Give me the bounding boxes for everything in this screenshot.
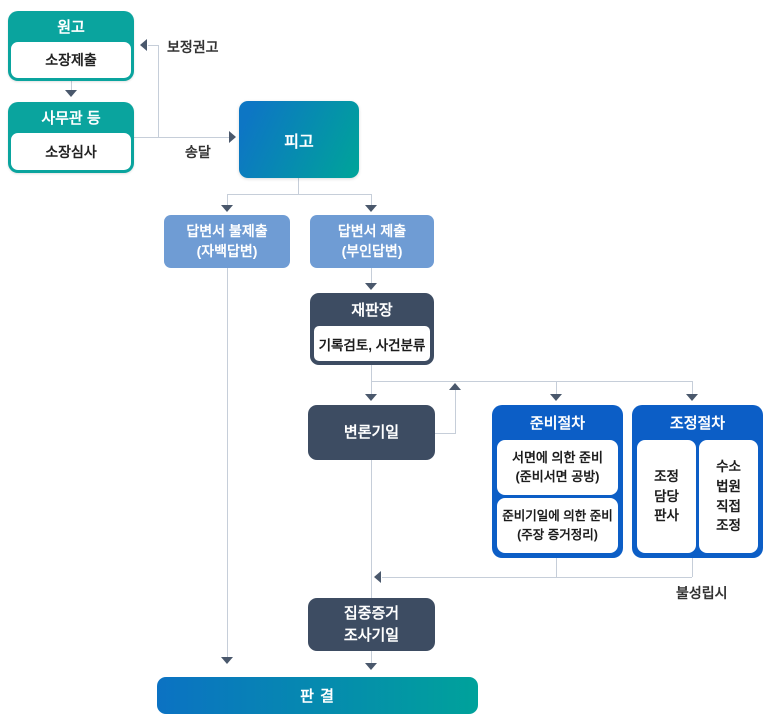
node-defendant: 피고 — [239, 101, 359, 178]
arrow-down-icon — [365, 205, 377, 212]
node-mediation-title: 조정절차 — [669, 415, 726, 432]
connector-line — [555, 381, 557, 395]
connector-line — [226, 194, 228, 206]
node-answer-not-submitted: 답변서 불제출 (자백답변) — [164, 215, 290, 268]
node-judgment: 판 결 — [157, 677, 478, 714]
node-plaintiff: 원고 소장제출 — [8, 11, 134, 81]
node-preparation-title: 준비절차 — [529, 415, 586, 432]
connector-line — [555, 558, 557, 577]
node-preparation-procedure: 준비절차 서면에 의한 준비 (준비서면 공방) 준비기일에 의한 준비 (주장… — [492, 405, 623, 558]
connector-line — [370, 194, 372, 206]
connector-line — [691, 381, 693, 395]
connector-line — [226, 268, 228, 658]
connector-line — [370, 381, 372, 395]
node-preparation-item1: 서면에 의한 준비 (준비서면 공방) — [497, 440, 618, 495]
arrow-down-icon — [221, 205, 233, 212]
node-presiding-judge: 재판장 기록검토, 사건분류 — [310, 293, 434, 365]
connector-line — [70, 81, 72, 91]
node-preparation-item2: 준비기일에 의한 준비 (주장 증거정리) — [497, 498, 618, 553]
connector-line — [148, 44, 158, 46]
node-presiding-judge-title: 재판장 — [351, 302, 393, 319]
connector-line — [297, 178, 299, 195]
connector-line — [454, 390, 456, 434]
node-clerk: 사무관 등 소장심사 — [8, 102, 134, 173]
node-plaintiff-title: 원고 — [57, 19, 85, 36]
connector-line — [382, 576, 692, 578]
arrow-right-icon — [229, 131, 236, 143]
node-plaintiff-body: 소장제출 — [11, 42, 131, 78]
node-hearing-date: 변론기일 — [308, 405, 435, 460]
arrow-down-icon — [221, 657, 233, 664]
node-evidence-date: 집중증거 조사기일 — [308, 598, 435, 651]
edge-label-correction: 보정권고 — [167, 39, 219, 55]
arrow-down-icon — [550, 394, 562, 401]
node-mediation-procedure: 조정절차 조정 담당 판사 수소 법원 직접 조정 — [632, 405, 763, 558]
node-presiding-judge-body: 기록검토, 사건분류 — [314, 326, 430, 361]
connector-line — [371, 380, 692, 382]
connector-line — [134, 136, 229, 138]
connector-line — [370, 365, 372, 381]
connector-line — [157, 45, 159, 138]
connector-line — [370, 460, 372, 598]
connector-line — [691, 558, 693, 577]
node-mediation-item2: 수소 법원 직접 조정 — [699, 440, 758, 553]
node-clerk-title: 사무관 등 — [41, 110, 101, 127]
node-clerk-body: 소장심사 — [11, 133, 131, 170]
arrow-up-icon — [449, 383, 461, 390]
node-answer-submitted: 답변서 제출 (부인답변) — [310, 215, 434, 268]
arrow-down-icon — [686, 394, 698, 401]
connector-line — [435, 432, 455, 434]
connector-line — [370, 651, 372, 664]
arrow-down-icon — [365, 283, 377, 290]
connector-line — [370, 268, 372, 284]
arrow-left-icon — [140, 39, 147, 51]
arrow-left-icon — [374, 571, 381, 583]
node-mediation-item1: 조정 담당 판사 — [637, 440, 696, 553]
arrow-down-icon — [65, 90, 77, 97]
edge-label-service: 송달 — [185, 144, 211, 160]
connector-line — [227, 193, 371, 195]
arrow-down-icon — [365, 663, 377, 670]
edge-label-mediation-failure: 불성립시 — [676, 585, 728, 601]
arrow-down-icon — [365, 394, 377, 401]
